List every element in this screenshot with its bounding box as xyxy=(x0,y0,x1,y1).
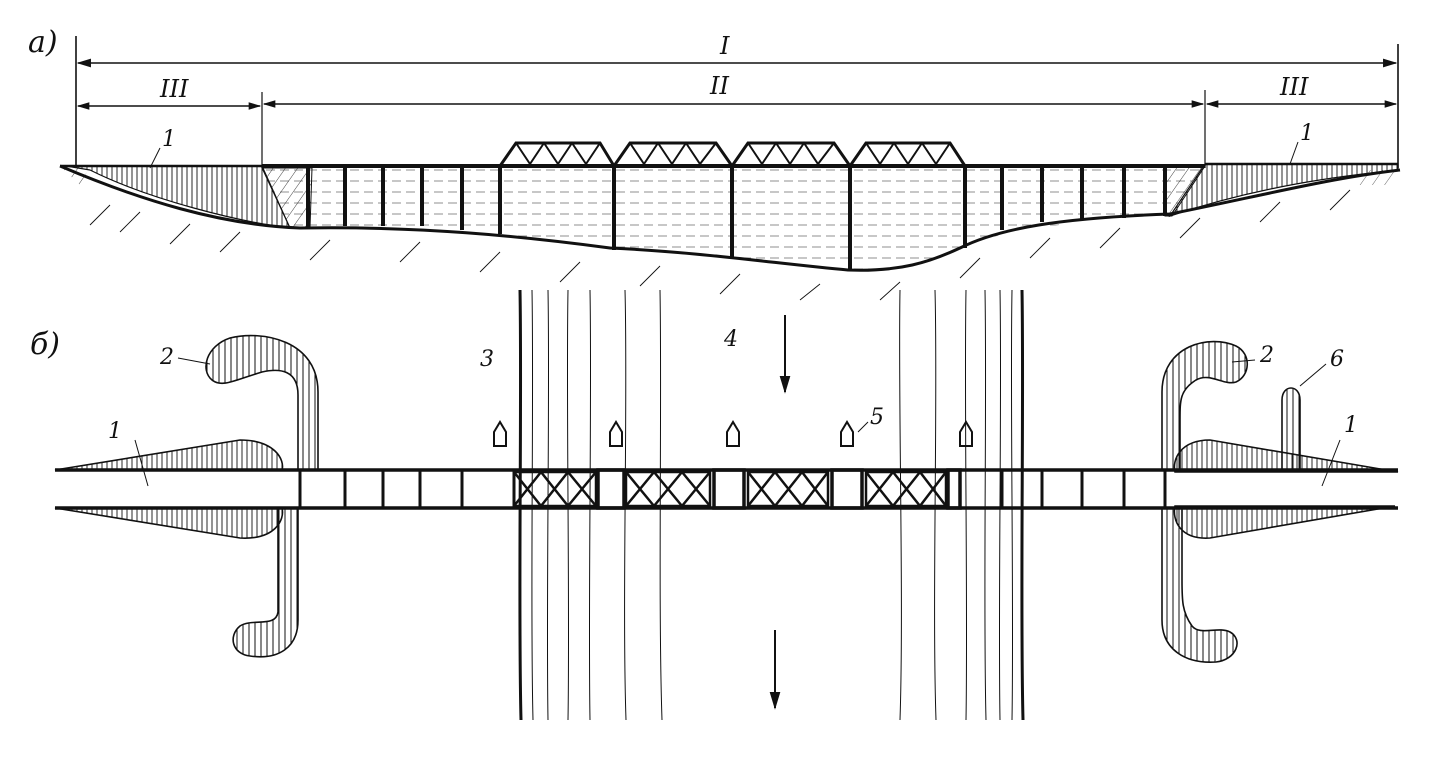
dimension-left-approach: III xyxy=(159,75,189,103)
icebreaker-4 xyxy=(840,420,854,447)
callout-b-riverbank: 3 xyxy=(480,347,494,372)
truss-plan xyxy=(512,468,962,510)
left-embankment xyxy=(65,165,291,229)
dimension-total-label: I xyxy=(719,32,730,60)
panel-b-label: б) xyxy=(30,327,60,362)
dimension-right-approach: III xyxy=(1279,73,1309,101)
icebreaker-1 xyxy=(493,420,507,447)
icebreaker-2 xyxy=(609,420,623,447)
callout-b-embankment-left: 1 xyxy=(108,419,122,444)
truss-spans xyxy=(498,141,967,167)
truss-4 xyxy=(848,141,967,167)
truss-1 xyxy=(498,141,616,167)
panel-a-profile: а) I III II III xyxy=(28,25,1401,301)
dimension-sections: III II III xyxy=(76,72,1398,110)
dimension-total: I xyxy=(76,32,1398,68)
main-piers xyxy=(612,166,967,270)
approach-piers-right xyxy=(1000,166,1167,230)
truss-2 xyxy=(612,141,734,167)
icebreakers xyxy=(493,420,973,447)
panel-b-plan: б) xyxy=(30,289,1399,721)
approach-piers-left xyxy=(306,166,502,234)
guide-dam-left xyxy=(205,334,319,658)
guide-dam-right xyxy=(1161,340,1249,663)
callout-a-left-1: 1 xyxy=(162,127,176,152)
icebreaker-3 xyxy=(726,420,740,447)
panel-a-label: а) xyxy=(28,25,58,60)
callout-b-icebreaker: 5 xyxy=(870,405,884,430)
dimension-main-bridge: II xyxy=(709,72,729,100)
callout-b-river: 4 xyxy=(723,327,738,352)
spur-dike xyxy=(1281,387,1301,470)
riverbed xyxy=(59,164,1401,272)
approach-embankment-left xyxy=(54,439,284,471)
callout-b-spur: 6 xyxy=(1330,347,1344,372)
bridge-plan xyxy=(298,468,1167,510)
icebreaker-5 xyxy=(959,420,973,447)
callout-b-embankment-right: 1 xyxy=(1344,413,1358,438)
callout-a-right-1: 1 xyxy=(1300,121,1314,146)
callout-b-dam-left: 2 xyxy=(159,345,174,370)
callout-b-dam-right: 2 xyxy=(1259,343,1274,368)
river-channel xyxy=(518,289,1025,721)
truss-3 xyxy=(730,141,852,167)
